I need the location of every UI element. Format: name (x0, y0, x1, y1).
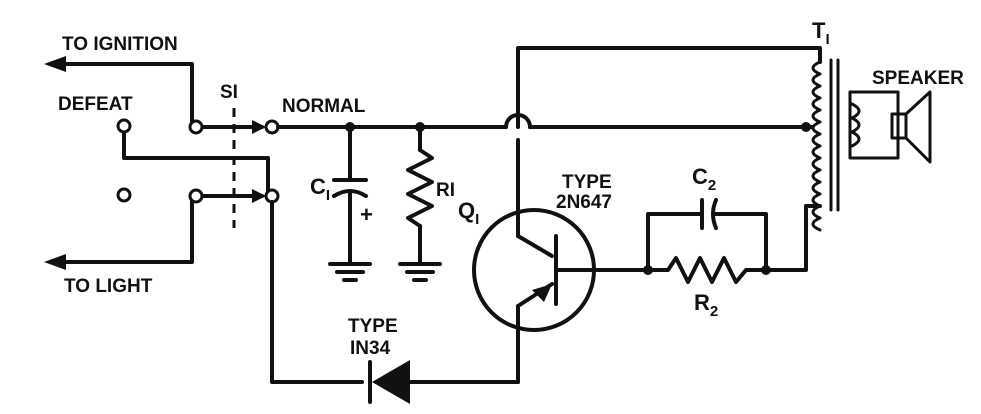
q1-label: QI (458, 198, 479, 228)
c1-polarity: + (360, 202, 373, 227)
transistor-part-label: 2N647 (556, 192, 612, 213)
resistor-r1 (406, 125, 434, 264)
speaker-icon (848, 90, 932, 164)
diode-in34 (368, 360, 520, 404)
transformer-top-wire (516, 46, 822, 129)
capacitor-c2 (646, 198, 768, 272)
ground-r1 (398, 262, 442, 282)
c1-label: CI (310, 174, 330, 204)
to-ignition-lead (44, 56, 194, 130)
c2-label: C2 (692, 164, 716, 194)
r2-label: R2 (694, 290, 718, 320)
transistor-type-label: TYPE (562, 172, 612, 193)
diode-type-label: TYPE (348, 316, 398, 337)
defeat-terminal (116, 118, 132, 134)
normal-label: NORMAL (282, 96, 366, 117)
switch-s1 (188, 108, 280, 228)
to-ignition-label: TO IGNITION (62, 34, 178, 55)
unused-terminal (116, 187, 132, 203)
diode-feed-wire (270, 200, 364, 384)
r1-label: RI (436, 180, 455, 201)
resistor-r2 (646, 256, 768, 284)
to-light-label: TO LIGHT (64, 276, 153, 297)
to-light-lead (44, 194, 194, 270)
defeat-label: DEFEAT (58, 94, 133, 115)
feedback-wire (764, 204, 808, 272)
diode-part-label: IN34 (350, 338, 391, 359)
transistor-q1 (472, 138, 650, 384)
capacitor-c1 (332, 125, 368, 264)
ground-c1 (328, 262, 372, 282)
switch-label: SI (220, 82, 238, 103)
speaker-label: SPEAKER (872, 68, 964, 89)
transformer-t1 (804, 58, 861, 232)
defeat-lead (122, 130, 270, 198)
t1-label: TI (812, 18, 830, 48)
